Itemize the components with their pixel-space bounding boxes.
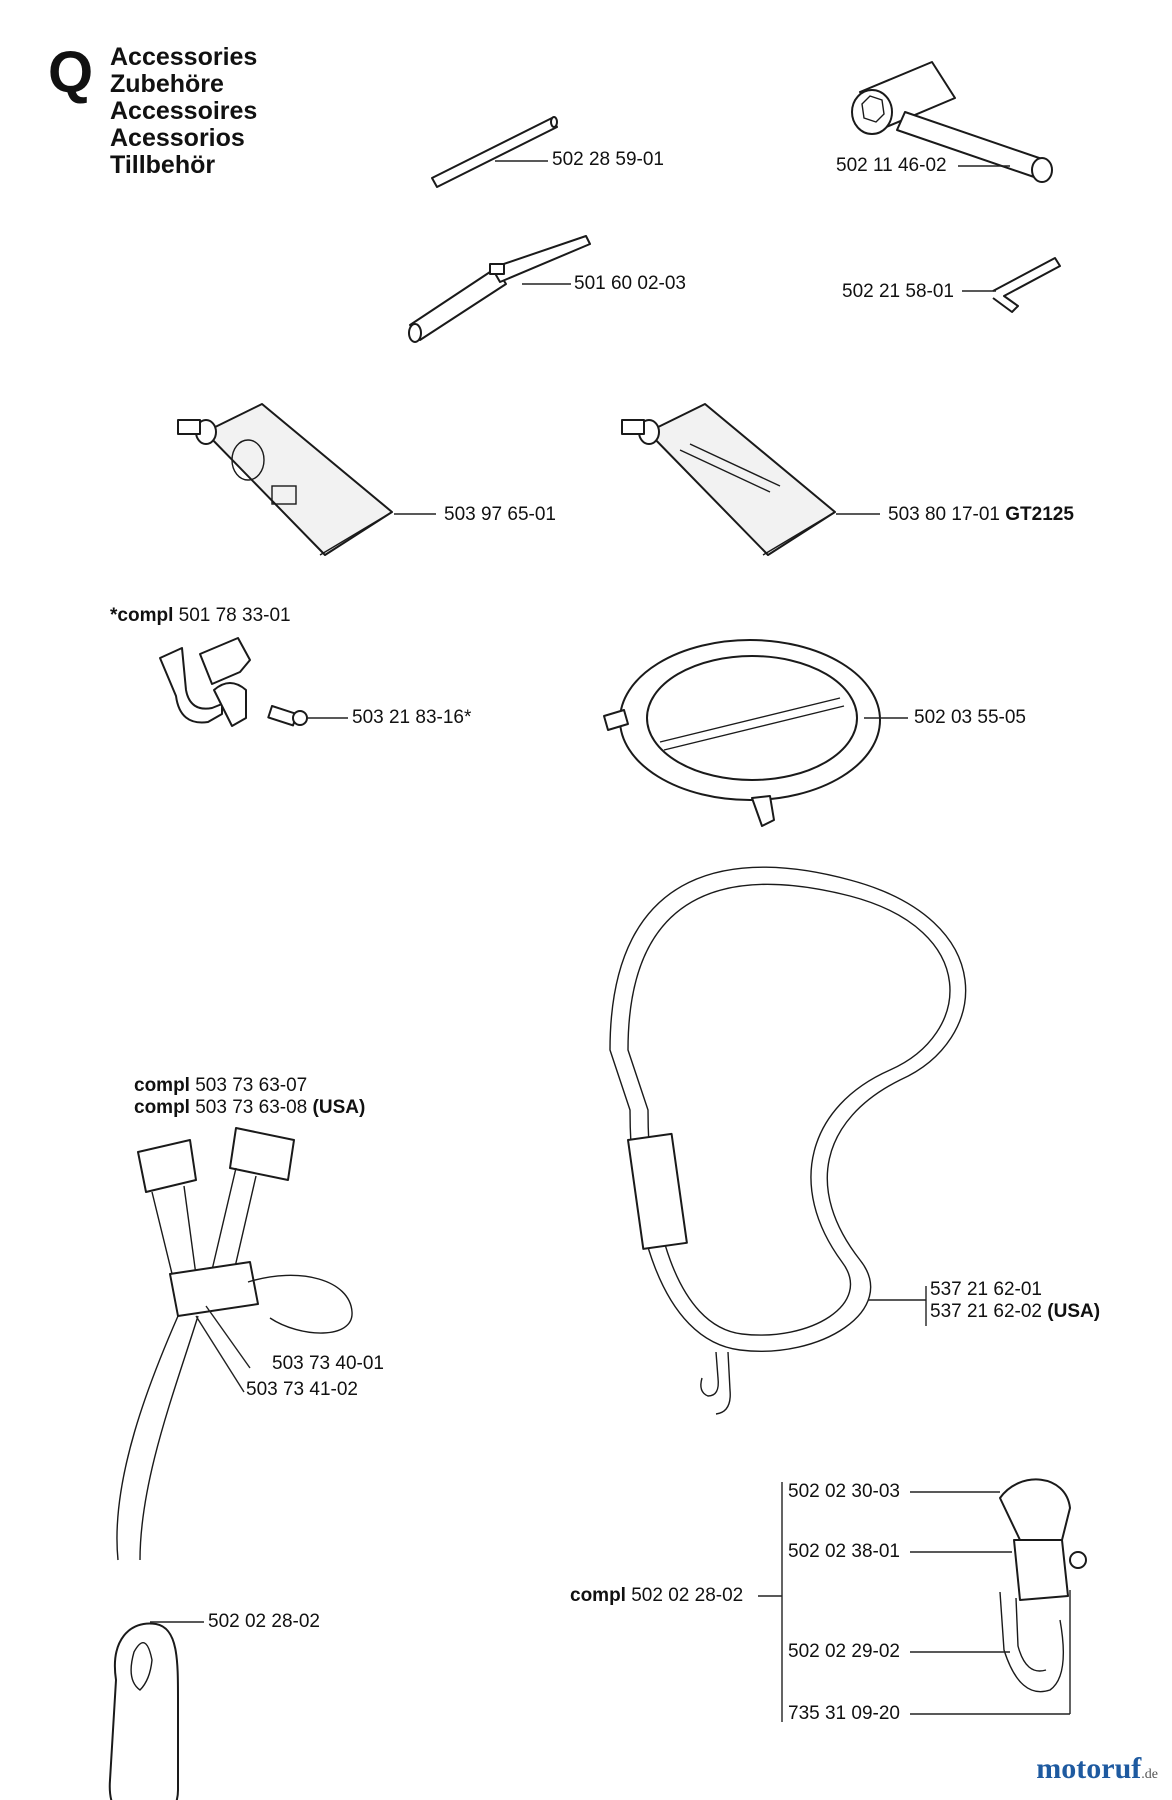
grease-tube-b-model: GT2125 <box>1005 504 1074 525</box>
part-label-harness-buckle-1: 503 73 40-01 <box>272 1353 384 1374</box>
hook-assembly-number: 502 02 28-02 <box>631 1585 744 1606</box>
hook-assembly-drawing <box>758 1478 1087 1722</box>
part-label-hook-component-4: 735 31 09-20 <box>788 1703 900 1724</box>
part-label-harness-buckle-2: 503 73 41-02 <box>246 1379 358 1400</box>
part-label-grease-tube-b: 503 80 17-01 GT2125 <box>888 505 1074 525</box>
guard-ring-drawing <box>603 639 908 827</box>
hook-assembly-prefix: compl <box>570 1585 626 1606</box>
harness-drawing <box>108 1127 353 1800</box>
shoulder-strap-number-2: 537 21 62-02 <box>930 1301 1042 1322</box>
title-swedish: Tillbehör <box>110 151 216 179</box>
socket-wrench-drawing <box>851 61 1053 183</box>
clamp-kit-prefix: *compl <box>110 605 174 626</box>
part-label-hook-assembly: compl 502 02 28-02 <box>570 1586 743 1606</box>
part-label-socket-wrench: 502 11 46-02 <box>836 155 947 176</box>
shoulder-strap-drawing <box>609 866 967 1415</box>
part-label-hip-pad: 502 02 28-02 <box>208 1611 320 1632</box>
harness-number-2: 503 73 63-08 <box>195 1097 308 1118</box>
part-label-clamp-screw: 503 21 83-16* <box>352 707 472 728</box>
part-label-clamp-kit: *compl 501 78 33-01 <box>110 606 291 626</box>
part-label-hex-key: 502 21 58-01 <box>842 281 954 302</box>
grease-tube-b-number: 503 80 17-01 <box>888 504 1000 525</box>
clamp-kit-drawing <box>159 637 348 727</box>
grease-tube-b-drawing <box>621 403 880 556</box>
part-label-hook-component-1: 502 02 30-03 <box>788 1481 900 1502</box>
part-label-rod: 502 28 59-01 <box>552 149 664 170</box>
watermark-brand: motoruf <box>1036 1752 1142 1785</box>
clamp-kit-number: 501 78 33-01 <box>178 605 291 626</box>
file-drawing <box>408 235 591 343</box>
section-letter: Q <box>48 40 94 105</box>
section-titles: Accessories Zubehöre Accessoires Acessor… <box>110 44 257 179</box>
watermark-logo: motoruf.de <box>1036 1752 1158 1786</box>
part-label-file: 501 60 02-03 <box>574 273 686 294</box>
watermark-tld: .de <box>1141 1767 1158 1782</box>
part-label-shoulder-strap-2: 537 21 62-02 (USA) <box>930 1302 1100 1322</box>
harness-suffix-2: (USA) <box>312 1097 366 1118</box>
part-label-harness-1: compl 503 73 63-07 <box>134 1076 307 1096</box>
title-german: Zubehöre <box>110 70 224 98</box>
harness-prefix-1: compl <box>134 1075 190 1096</box>
part-label-harness-2: compl 503 73 63-08 (USA) <box>134 1098 365 1118</box>
part-label-guard-ring: 502 03 55-05 <box>914 707 1026 728</box>
hex-key-drawing <box>962 257 1061 313</box>
title-portuguese: Acessorios <box>110 124 245 152</box>
part-label-shoulder-strap-1: 537 21 62-01 <box>930 1279 1042 1300</box>
harness-number-1: 503 73 63-07 <box>195 1075 308 1096</box>
title-english: Accessories <box>110 43 258 71</box>
harness-prefix-2: compl <box>134 1097 190 1118</box>
part-label-hook-component-2: 502 02 38-01 <box>788 1541 900 1562</box>
title-french: Accessoires <box>110 97 258 125</box>
grease-tube-a-drawing <box>177 403 436 556</box>
part-label-grease-tube-a: 503 97 65-01 <box>444 504 556 525</box>
part-label-hook-component-3: 502 02 29-02 <box>788 1641 900 1662</box>
shoulder-strap-suffix-2: (USA) <box>1047 1301 1101 1322</box>
rod-drawing <box>431 116 558 188</box>
